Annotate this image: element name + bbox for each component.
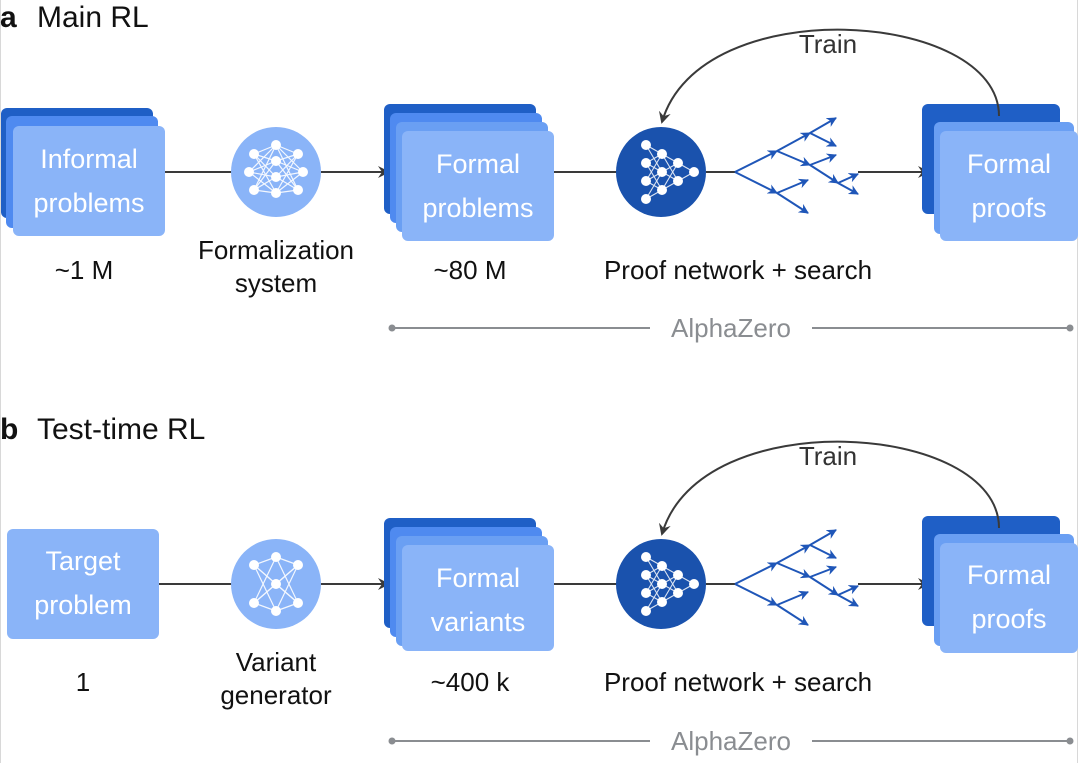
train-loop-arrow (659, 440, 1000, 536)
card-layer-front (402, 131, 554, 241)
panel-b: b Test-time RL Target problem 1 (0, 413, 1078, 756)
card-layer-front (13, 126, 165, 236)
alphazero-label: AlphaZero (671, 726, 791, 756)
card-text-line: Formal (436, 563, 520, 593)
formal-proofs-card: Formal proofs (922, 104, 1078, 241)
train-loop-arrow (659, 28, 1000, 124)
card-text-line: Formal (436, 149, 520, 179)
proof-network-node (616, 127, 706, 217)
search-tree-icon (734, 529, 859, 626)
card-text-line: problems (422, 193, 533, 223)
count-label: ~80 M (434, 255, 507, 285)
proof-network-node (616, 539, 706, 629)
card-layer-front (940, 543, 1078, 653)
alphazero-bracket (388, 324, 1074, 332)
train-label: Train (799, 29, 857, 59)
formal-variants-card: Formal variants (384, 518, 554, 651)
generator-label-line: generator (220, 680, 332, 710)
proof-network-label: Proof network + search (604, 255, 872, 285)
target-problem-card: Target problem (7, 529, 159, 639)
informal-problems-card: Informal problems (1, 108, 165, 236)
card-text-line: problem (34, 590, 132, 620)
network-nodes (249, 552, 303, 616)
count-label: ~1 M (55, 255, 114, 285)
card-text-line: Formal (967, 149, 1051, 179)
card-text-line: problems (33, 188, 144, 218)
search-tree-icon (734, 117, 859, 214)
panel-letter: b (0, 413, 18, 446)
formal-problems-card: Formal problems (384, 104, 554, 241)
count-label: 1 (76, 667, 90, 697)
panel-a: a Main RL Informal problems ~1 M (0, 1, 1078, 343)
variant-generator-node (231, 539, 321, 629)
proof-network-label: Proof network + search (604, 667, 872, 697)
network-nodes (641, 140, 699, 204)
panel-title: Test-time RL (37, 413, 205, 446)
generator-label-line: system (235, 268, 317, 298)
network-nodes (244, 140, 308, 198)
generator-label-line: Variant (236, 647, 317, 677)
generator-label-line: Formalization (198, 235, 354, 265)
card-text-line: Informal (40, 144, 138, 174)
formalization-system-node (231, 127, 321, 217)
formal-proofs-card: Formal proofs (922, 516, 1078, 653)
train-label: Train (799, 441, 857, 471)
card-layer-front (7, 529, 159, 639)
card-text-line: variants (431, 607, 526, 637)
alphazero-label: AlphaZero (671, 313, 791, 343)
card-layer-front (402, 545, 554, 651)
card-layer-front (940, 131, 1078, 241)
card-text-line: Target (45, 546, 121, 576)
alphazero-bracket (388, 737, 1074, 745)
panel-letter: a (0, 1, 17, 34)
network-nodes (641, 552, 699, 616)
card-text-line: Formal (967, 560, 1051, 590)
card-text-line: proofs (971, 193, 1046, 223)
panel-title: Main RL (37, 1, 149, 34)
count-label: ~400 k (431, 667, 511, 697)
card-text-line: proofs (971, 604, 1046, 634)
